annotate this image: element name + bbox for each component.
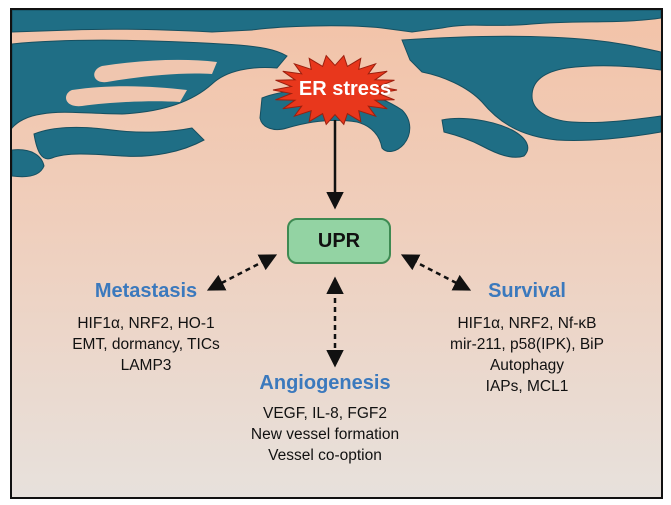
angiogenesis-group: Angiogenesis VEGF, IL-8, FGF2 New vessel…: [251, 372, 399, 466]
metastasis-line: HIF1α, NRF2, HO-1: [77, 315, 215, 332]
upr-box: UPR: [287, 218, 391, 264]
angiogenesis-line: New vessel formation: [250, 426, 400, 443]
survival-line: Autophagy: [489, 357, 565, 374]
metastasis-line: LAMP3: [120, 357, 172, 374]
survival-line: IAPs, MCL1: [485, 378, 569, 395]
survival-group: Survival HIF1α, NRF2, Nf-κB mir-211, p58…: [450, 280, 604, 397]
metastasis-heading: Metastasis: [94, 280, 198, 302]
er-stress-label: ER stress: [298, 78, 392, 100]
survival-heading: Survival: [488, 280, 566, 302]
upr-label: UPR: [317, 229, 361, 252]
upr-diagram: ER stress UPR Metastasis HIF1α, NRF2, HO…: [10, 8, 663, 499]
angiogenesis-line: Vessel co-option: [268, 447, 382, 464]
angiogenesis-line: VEGF, IL-8, FGF2: [262, 405, 388, 422]
angiogenesis-heading: Angiogenesis: [259, 372, 391, 394]
metastasis-line: EMT, dormancy, TICs: [72, 336, 220, 353]
upr-metastasis-arrow: [206, 254, 278, 291]
survival-line: mir-211, p58(IPK), BiP: [450, 336, 604, 353]
metastasis-group: Metastasis HIF1α, NRF2, HO-1 EMT, dorman…: [72, 280, 220, 376]
upr-survival-arrow: [400, 254, 472, 291]
survival-line: HIF1α, NRF2, Nf-κB: [457, 315, 597, 332]
er-stress-burst: [272, 54, 398, 126]
diagram-graphics: [12, 10, 661, 368]
